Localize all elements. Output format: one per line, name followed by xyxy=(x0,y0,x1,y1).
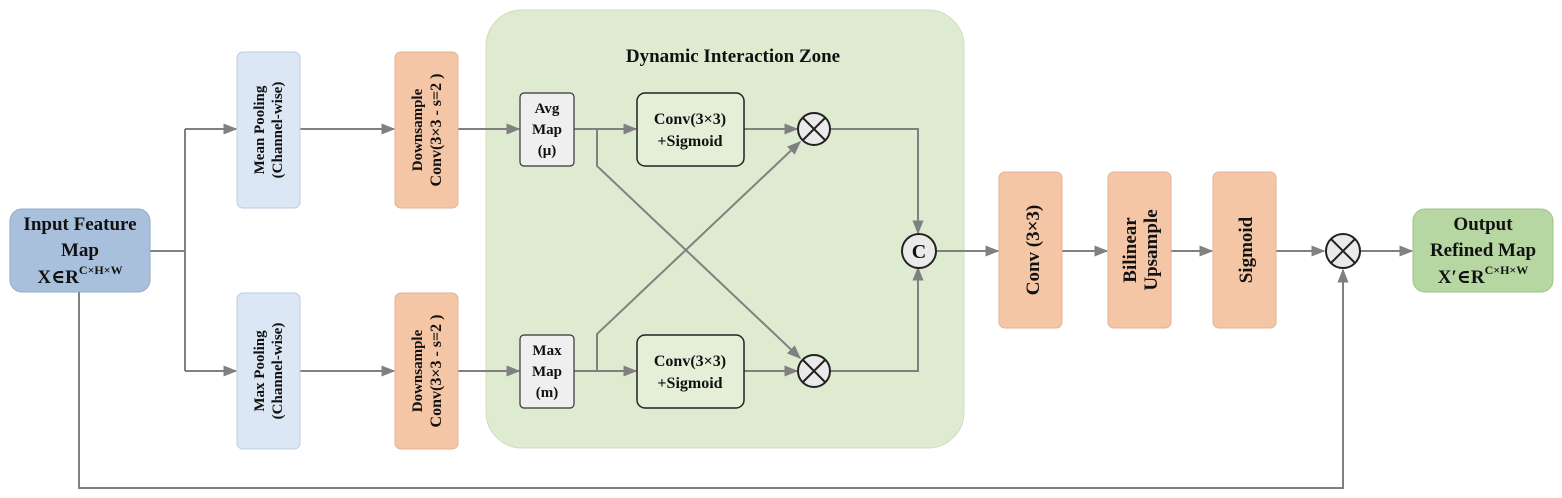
conv-label: Conv (3×3) xyxy=(1023,205,1044,296)
upsample-line2: Upsample xyxy=(1141,209,1162,290)
multiply-icon xyxy=(1325,233,1361,269)
max-pooling-label-line2: (Channel-wise) xyxy=(270,323,286,420)
max-map-line1: Max xyxy=(532,343,562,359)
conv-sigmoid-bottom-block: Conv(3×3) +Sigmoid xyxy=(636,334,745,409)
avg-map-block: Avg Map (μ) xyxy=(519,92,575,167)
sigmoid-label: Sigmoid xyxy=(1236,216,1257,283)
max-map-block: Max Map (m) xyxy=(519,334,575,409)
connectors xyxy=(78,123,1414,489)
multiply-icon xyxy=(797,354,831,388)
downsample-top-line2: Conv(3×3 - s=2 ) xyxy=(428,74,445,187)
conv-sigmoid-bottom-line2: +Sigmoid xyxy=(657,375,722,392)
concat-symbol: C xyxy=(912,241,926,263)
mean-pooling-label-line2: (Channel-wise) xyxy=(270,82,286,179)
bilinear-upsample-block: Bilinear Upsample xyxy=(1107,171,1172,329)
avg-map-line3: (μ) xyxy=(538,143,557,159)
upsample-line1: Bilinear xyxy=(1120,217,1141,283)
downsample-bottom-line1: Downsample xyxy=(410,329,426,412)
output-formula-base: X′∈R xyxy=(1438,267,1485,288)
conv-sigmoid-top-line2: +Sigmoid xyxy=(657,133,722,150)
multiply-icon xyxy=(797,112,831,146)
max-pooling-block: Max Pooling (Channel-wise) xyxy=(236,292,301,450)
input-feature-map-block: Input Feature Map X∈RC×H×W xyxy=(9,208,151,293)
output-formula: X′∈RC×H×W xyxy=(1438,263,1529,288)
input-formula-superscript: C×H×W xyxy=(79,263,123,277)
conv-sigmoid-bottom-line1: Conv(3×3) xyxy=(654,353,726,370)
output-title-line1: Output xyxy=(1453,214,1513,235)
concat-icon: C xyxy=(901,233,937,269)
downsample-bottom-line2: Conv(3×3 - s=2 ) xyxy=(428,315,445,428)
mean-pooling-label-line1: Mean Pooling xyxy=(252,85,268,174)
conv-sigmoid-top-line1: Conv(3×3) xyxy=(654,111,726,128)
input-formula-base: X∈R xyxy=(37,267,79,288)
zone-title: Dynamic Interaction Zone xyxy=(626,46,840,67)
input-formula: X∈RC×H×W xyxy=(37,263,122,288)
downsample-bottom-block: Downsample Conv(3×3 - s=2 ) xyxy=(394,292,459,450)
downsample-top-block: Downsample Conv(3×3 - s=2 ) xyxy=(394,51,459,209)
output-title-line2: Refined Map xyxy=(1430,240,1536,261)
dynamic-zone xyxy=(485,9,965,449)
downsample-top-line1: Downsample xyxy=(410,88,426,171)
input-title-line1: Input Feature xyxy=(23,214,136,235)
output-refined-map-block: Output Refined Map X′∈RC×H×W xyxy=(1412,208,1554,293)
mean-pooling-block: Mean Pooling (Channel-wise) xyxy=(236,51,301,209)
input-title-line2: Map xyxy=(61,240,99,261)
max-pooling-label-line1: Max Pooling xyxy=(252,330,268,412)
max-map-line3: (m) xyxy=(536,385,559,401)
avg-map-line1: Avg xyxy=(535,101,560,117)
conv-sigmoid-top-block: Conv(3×3) +Sigmoid xyxy=(636,92,745,167)
avg-map-line2: Map xyxy=(532,122,562,138)
sigmoid-block: Sigmoid xyxy=(1212,171,1277,329)
max-map-line2: Map xyxy=(532,364,562,380)
conv-block: Conv (3×3) xyxy=(998,171,1063,329)
output-formula-superscript: C×H×W xyxy=(1485,263,1529,277)
